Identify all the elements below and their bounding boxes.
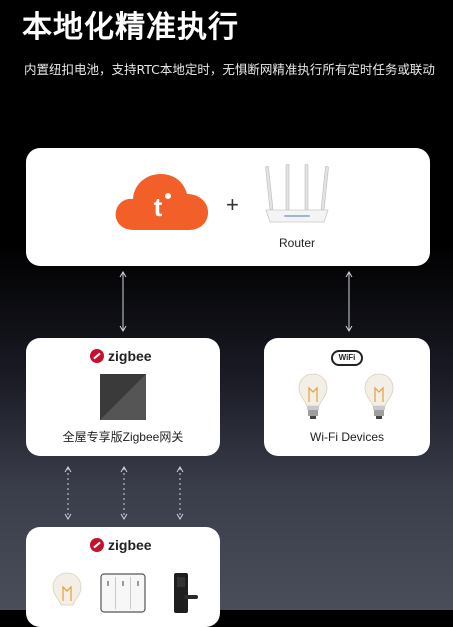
dotted-connector-2 <box>120 466 128 520</box>
zigbee-logo-icon <box>90 349 104 363</box>
zigbee-gateway-card: zigbee 全屋专享版Zigbee网关 <box>26 338 220 456</box>
page-subtitle: 内置纽扣电池，支持RTC本地定时，无惧断网精准执行所有定时任务或联动 <box>24 62 435 77</box>
bulb-icon <box>298 373 328 419</box>
zigbee-brand: zigbee <box>90 537 152 553</box>
tuya-cloud-icon: t <box>115 174 209 230</box>
zigbee-bulb-icon <box>52 572 82 606</box>
wifi-badge-icon: WiFi <box>331 350 363 366</box>
router-label: Router <box>278 236 316 250</box>
bulb-icon <box>364 373 394 419</box>
zigbee-logo-icon <box>90 538 104 552</box>
zigbee-devices-card: zigbee <box>26 527 220 627</box>
zigbee-brand: zigbee <box>90 348 152 364</box>
router-icon <box>265 164 329 223</box>
gateway-device-icon <box>100 374 146 420</box>
page-title: 本地化精准执行 <box>22 10 239 45</box>
plus-sign: + <box>226 192 239 217</box>
dotted-connector-1 <box>64 466 72 520</box>
gateway-label: 全屋专享版Zigbee网关 <box>62 430 184 444</box>
wifi-devices-label: Wi-Fi Devices <box>310 430 384 444</box>
tuya-logo-letter: t <box>154 192 163 222</box>
dotted-connector-3 <box>176 466 184 520</box>
wifi-devices-card: WiFi Wi-Fi Devices <box>264 338 430 456</box>
connector-arrow-right <box>345 271 353 332</box>
connector-arrow-left <box>119 271 127 332</box>
smart-lock-icon <box>174 573 198 613</box>
wall-switch-icon <box>100 573 146 613</box>
cloud-router-card: t + Router <box>26 148 430 266</box>
